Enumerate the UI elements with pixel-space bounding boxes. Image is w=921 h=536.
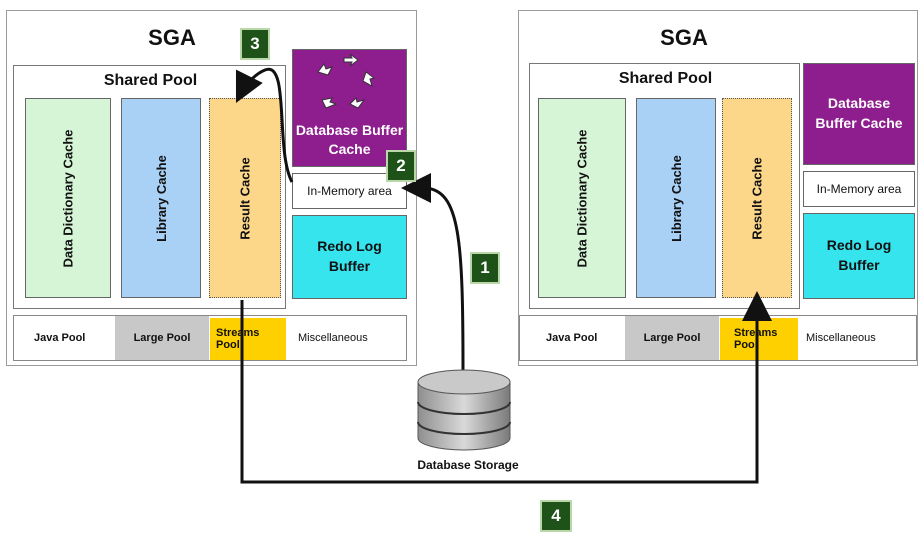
left-result-cache: Result Cache xyxy=(209,98,281,298)
left-library-cache: Library Cache xyxy=(121,98,201,298)
left-large-pool: Large Pool xyxy=(115,316,209,360)
left-shared-pool: Shared Pool Data Dictionary Cache Librar… xyxy=(13,65,286,309)
left-miscellaneous: Miscellaneous xyxy=(298,316,406,360)
database-storage-label: Database Storage xyxy=(417,458,519,472)
left-buffer-cache-label: Database Buffer Cache xyxy=(295,121,404,158)
left-data-dictionary-cache: Data Dictionary Cache xyxy=(25,98,111,298)
step-3-badge: 3 xyxy=(240,28,270,60)
step-2-badge: 2 xyxy=(386,150,416,182)
arrow-buffer-to-result-cache xyxy=(235,67,294,183)
right-miscellaneous: Miscellaneous xyxy=(806,316,916,360)
right-result-cache: Result Cache xyxy=(722,98,792,298)
left-miscellaneous-label: Miscellaneous xyxy=(298,332,368,344)
left-java-pool: Java Pool xyxy=(14,316,114,360)
left-shared-pool-title: Shared Pool xyxy=(103,72,198,89)
right-shared-pool: Shared Pool Data Dictionary Cache Librar… xyxy=(529,63,800,309)
right-in-memory-area: In-Memory area xyxy=(803,171,915,207)
right-data-dictionary-cache: Data Dictionary Cache xyxy=(538,98,626,298)
right-sga-title: SGA xyxy=(660,25,708,50)
arrow-result-cache-sync xyxy=(240,291,772,484)
right-shared-pool-title: Shared Pool xyxy=(618,70,713,87)
left-redo-log-buffer: Redo Log Buffer xyxy=(292,215,407,299)
right-java-pool: Java Pool xyxy=(520,316,624,360)
right-buffer-cache-label: Database Buffer Cache xyxy=(815,95,903,131)
right-java-pool-label: Java Pool xyxy=(546,332,598,344)
right-pools-row: Java Pool Large Pool Streams Pool Miscel… xyxy=(519,315,917,361)
left-java-pool-label: Java Pool xyxy=(34,332,86,344)
right-sga: SGA Shared Pool Data Dictionary Cache Li… xyxy=(518,10,918,366)
right-buffer-cache: Database Buffer Cache xyxy=(803,63,915,165)
left-sga: SGA Shared Pool Data Dictionary Cache Li… xyxy=(6,10,417,366)
left-streams-pool: Streams Pool xyxy=(210,318,286,360)
right-library-cache: Library Cache xyxy=(636,98,716,298)
left-streams-pool-label: Streams Pool xyxy=(216,327,260,351)
right-in-memory-label: In-Memory area xyxy=(816,181,902,196)
arrow-storage-to-inmemory xyxy=(401,173,465,373)
step-1-badge: 1 xyxy=(470,252,500,284)
step-4-badge: 4 xyxy=(540,500,572,532)
right-large-pool: Large Pool xyxy=(625,316,719,360)
left-pools-row: Java Pool Large Pool Streams Pool Miscel… xyxy=(13,315,407,361)
right-redo-log-label: Redo Log Buffer xyxy=(826,237,892,273)
left-in-memory-label: In-Memory area xyxy=(307,183,392,198)
left-redo-log-label: Redo Log Buffer xyxy=(317,238,382,274)
left-in-memory-area: In-Memory area xyxy=(292,173,407,209)
left-large-pool-label: Large Pool xyxy=(133,332,191,344)
right-redo-log-buffer: Redo Log Buffer xyxy=(803,213,915,299)
left-buffer-cache: Database Buffer Cache xyxy=(292,49,407,167)
buffer-arrows-icon xyxy=(317,53,376,109)
right-large-pool-label: Large Pool xyxy=(643,332,701,344)
left-sga-title: SGA xyxy=(148,25,196,50)
database-storage-icon xyxy=(417,369,511,451)
right-streams-pool: Streams Pool xyxy=(720,318,798,360)
right-miscellaneous-label: Miscellaneous xyxy=(806,332,876,344)
